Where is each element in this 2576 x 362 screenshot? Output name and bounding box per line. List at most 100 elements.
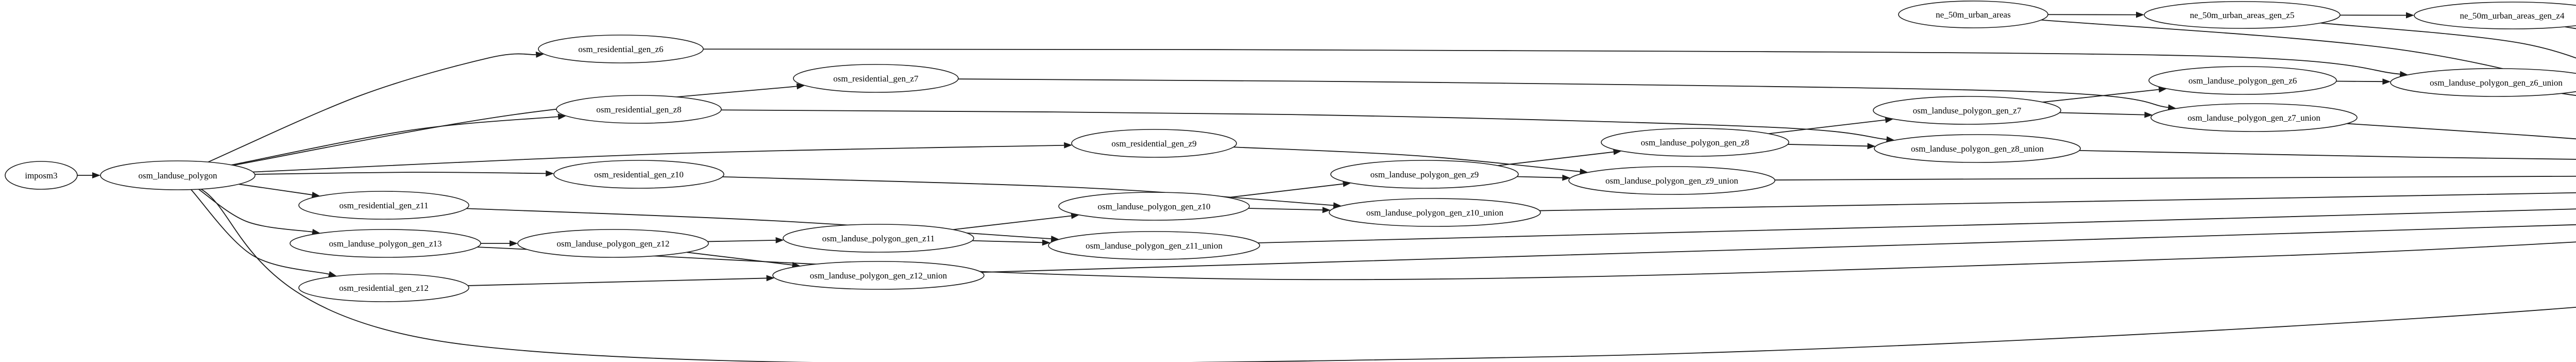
node-shape-osm_landuse_polygon_gen_z13 bbox=[290, 229, 481, 258]
arrowhead-icon bbox=[1333, 202, 1342, 209]
edge-osm_landuse_polygon_gen_z11-to-osm_landuse_polygon_gen_z11_union bbox=[972, 240, 1042, 243]
node-label-osm_landuse_polygon_gen_z11_union: osm_landuse_polygon_gen_z11_union bbox=[1086, 241, 1223, 251]
arrowhead-icon bbox=[1885, 117, 1894, 123]
node-shape-osm_landuse_polygon_gen_z11 bbox=[783, 224, 974, 253]
node-osm_residential_gen_z9: osm_residential_gen_z9 bbox=[1071, 129, 1237, 158]
node-shape-osm_residential_gen_z11 bbox=[298, 191, 469, 220]
node-osm_landuse_polygon_gen_z12_union: osm_landuse_polygon_gen_z12_union bbox=[772, 261, 985, 290]
node-label-osm_landuse_polygon_gen_z10_union: osm_landuse_polygon_gen_z10_union bbox=[1366, 208, 1504, 218]
arrowhead-icon bbox=[2406, 12, 2415, 19]
arrowhead-icon bbox=[1562, 174, 1571, 181]
edge-osm_landuse_polygon_gen_z7-to-osm_landuse_polygon_gen_z7_union bbox=[2059, 112, 2145, 116]
edge-ne_50m_urban_areas_gen_z5-to-layer_landuse.z5 bbox=[2320, 22, 2576, 59]
node-shape-osm_landuse_polygon_gen_z6 bbox=[2148, 66, 2337, 95]
edges-layer bbox=[77, 11, 2576, 362]
edge-osm_landuse_polygon-to-osm_residential_gen_z7 bbox=[233, 86, 797, 166]
edge-osm_landuse_polygon-to-osm_residential_gen_z12 bbox=[191, 189, 329, 275]
node-label-osm_landuse_polygon_gen_z9: osm_landuse_polygon_gen_z9 bbox=[1370, 170, 1479, 179]
node-label-ne_50m_urban_areas_gen_z4: ne_50m_urban_areas_gen_z4 bbox=[2460, 11, 2565, 21]
node-shape-osm_residential_gen_z10 bbox=[553, 160, 724, 189]
node-label-osm_residential_gen_z7: osm_residential_gen_z7 bbox=[833, 74, 919, 84]
arrowhead-icon bbox=[328, 271, 337, 277]
node-osm_landuse_polygon_gen_z11: osm_landuse_polygon_gen_z11 bbox=[783, 224, 974, 253]
node-osm_residential_gen_z6: osm_residential_gen_z6 bbox=[538, 35, 704, 63]
arrowhead-icon bbox=[2158, 86, 2167, 93]
node-shape-osm_landuse_polygon_gen_z10 bbox=[1058, 192, 1250, 221]
node-label-osm_residential_gen_z6: osm_residential_gen_z6 bbox=[578, 44, 663, 54]
node-osm_landuse_polygon_gen_z6: osm_landuse_polygon_gen_z6 bbox=[2148, 66, 2337, 95]
node-osm_residential_gen_z12: osm_residential_gen_z12 bbox=[298, 273, 469, 302]
node-osm_residential_gen_z7: osm_residential_gen_z7 bbox=[793, 64, 959, 93]
edge-osm_residential_gen_z7-to-osm_landuse_polygon_gen_z7_union bbox=[958, 78, 2168, 108]
node-label-imposm3: imposm3 bbox=[25, 171, 57, 180]
arrowhead-icon bbox=[1071, 212, 1080, 219]
node-shape-osm_landuse_polygon_gen_z9 bbox=[1330, 160, 1519, 189]
node-shape-osm_landuse_polygon_gen_z9_union bbox=[1568, 166, 1775, 195]
edge-osm_residential_gen_z11-to-osm_landuse_polygon_gen_z11_union bbox=[466, 208, 1052, 239]
arrowhead-icon bbox=[546, 170, 554, 177]
node-label-osm_landuse_polygon_gen_z11: osm_landuse_polygon_gen_z11 bbox=[822, 234, 935, 243]
arrowhead-icon bbox=[2399, 71, 2409, 77]
node-shape-osm_landuse_polygon_gen_z8_union bbox=[1874, 134, 2081, 163]
arrowhead-icon bbox=[2136, 11, 2145, 18]
node-shape-osm_landuse_polygon_gen_z8 bbox=[1601, 128, 1789, 157]
arrowhead-icon bbox=[766, 275, 775, 282]
node-osm_landuse_polygon_gen_z8_union: osm_landuse_polygon_gen_z8_union bbox=[1874, 134, 2081, 163]
node-osm_landuse_polygon_gen_z7: osm_landuse_polygon_gen_z7 bbox=[1873, 96, 2061, 125]
node-ne_50m_urban_areas_gen_z5: ne_50m_urban_areas_gen_z5 bbox=[2144, 1, 2341, 29]
node-label-osm_landuse_polygon_gen_z8: osm_landuse_polygon_gen_z8 bbox=[1641, 138, 1750, 147]
edge-osm_landuse_polygon_gen_z8_union-to-layer_landuse.z8 bbox=[2079, 150, 2576, 160]
node-shape-ne_50m_urban_areas_gen_z4 bbox=[2414, 2, 2576, 29]
edge-osm_residential_gen_z9-to-osm_landuse_polygon_gen_z9_union bbox=[1233, 146, 1580, 172]
edge-ne_50m_urban_areas-to-layer_landuse.z6 bbox=[2041, 19, 2576, 88]
node-label-osm_landuse_polygon: osm_landuse_polygon bbox=[139, 171, 217, 180]
edge-osm_landuse_polygon_gen_z10-to-osm_landuse_polygon_gen_z9 bbox=[1228, 183, 1343, 198]
edge-osm_landuse_polygon_gen_z9-to-osm_landuse_polygon_gen_z9_union bbox=[1517, 176, 1563, 178]
edge-osm_landuse_polygon_gen_z12-to-osm_landuse_polygon_gen_z11 bbox=[707, 239, 776, 242]
node-shape-osm_residential_gen_z8 bbox=[556, 95, 722, 124]
node-label-osm_landuse_polygon_gen_z7: osm_landuse_polygon_gen_z7 bbox=[1913, 106, 2022, 116]
edge-osm_landuse_polygon_gen_z7-to-osm_landuse_polygon_gen_z6 bbox=[2042, 89, 2159, 103]
edge-osm_landuse_polygon-to-osm_landuse_polygon_gen_z13 bbox=[198, 189, 313, 233]
node-label-osm_landuse_polygon_gen_z10: osm_landuse_polygon_gen_z10 bbox=[1097, 202, 1210, 211]
edge-osm_residential_gen_z8-to-osm_landuse_polygon_gen_z8_union bbox=[721, 109, 1887, 140]
node-shape-osm_landuse_polygon bbox=[100, 160, 256, 190]
edge-osm_landuse_polygon_gen_z7_union-to-layer_landuse.z7 bbox=[2347, 123, 2576, 140]
node-osm_landuse_polygon_gen_z10_union: osm_landuse_polygon_gen_z10_union bbox=[1329, 198, 1541, 227]
edge-osm_landuse_polygon_gen_z11_union-to-layer_landuse.z11 bbox=[1258, 208, 2576, 243]
edge-osm_landuse_polygon_gen_z13-to-layer_landuse.z13 bbox=[477, 241, 2576, 281]
node-shape-ne_50m_urban_areas_gen_z5 bbox=[2144, 1, 2341, 29]
node-ne_50m_urban_areas_gen_z4: ne_50m_urban_areas_gen_z4 bbox=[2414, 2, 2576, 29]
edge-osm_landuse_polygon_gen_z8-to-osm_landuse_polygon_gen_z7 bbox=[1768, 119, 1886, 135]
node-label-osm_landuse_polygon_gen_z13: osm_landuse_polygon_gen_z13 bbox=[329, 239, 442, 249]
node-osm_residential_gen_z10: osm_residential_gen_z10 bbox=[553, 160, 724, 189]
node-osm_landuse_polygon_gen_z13: osm_landuse_polygon_gen_z13 bbox=[290, 229, 481, 258]
node-shape-osm_residential_gen_z9 bbox=[1071, 129, 1237, 158]
node-shape-osm_landuse_polygon_gen_z12_union bbox=[772, 261, 985, 290]
edge-osm_landuse_polygon_gen_z12_union-to-layer_landuse.z12 bbox=[981, 224, 2576, 273]
node-shape-osm_landuse_polygon_gen_z7_union bbox=[2150, 103, 2358, 132]
edge-osm_landuse_polygon_gen_z6_union-to-layer_landuse.z6 bbox=[2561, 93, 2576, 96]
edge-osm_landuse_polygon_gen_z9_union-to-layer_landuse.z9 bbox=[1774, 175, 2576, 180]
edge-osm_landuse_polygon-to-layer_landuse.z14+ bbox=[200, 188, 2576, 362]
node-shape-imposm3 bbox=[5, 161, 78, 190]
edge-osm_landuse_polygon_gen_z10-to-osm_landuse_polygon_gen_z10_union bbox=[1248, 208, 1323, 211]
edge-osm_landuse_polygon_gen_z10_union-to-layer_landuse.z10 bbox=[1539, 192, 2576, 211]
node-osm_landuse_polygon_gen_z8: osm_landuse_polygon_gen_z8 bbox=[1601, 128, 1789, 157]
edge-osm_landuse_polygon-to-osm_residential_gen_z8 bbox=[231, 116, 558, 166]
arrowhead-icon bbox=[1886, 136, 1895, 143]
node-label-ne_50m_urban_areas_gen_z5: ne_50m_urban_areas_gen_z5 bbox=[2190, 10, 2295, 20]
arrowhead-icon bbox=[1343, 180, 1351, 187]
node-shape-osm_landuse_polygon_gen_z7 bbox=[1873, 96, 2061, 125]
arrowhead-icon bbox=[1050, 236, 1060, 242]
node-shape-osm_residential_gen_z6 bbox=[538, 35, 704, 63]
arrowhead-icon bbox=[796, 83, 805, 90]
node-label-osm_residential_gen_z10: osm_residential_gen_z10 bbox=[594, 170, 684, 179]
node-label-osm_residential_gen_z9: osm_residential_gen_z9 bbox=[1111, 139, 1196, 149]
node-osm_landuse_polygon_gen_z6_union: osm_landuse_polygon_gen_z6_union bbox=[2390, 68, 2576, 97]
arrowhead-icon bbox=[1064, 142, 1073, 149]
node-label-osm_landuse_polygon_gen_z12_union: osm_landuse_polygon_gen_z12_union bbox=[810, 271, 947, 281]
node-shape-osm_landuse_polygon_gen_z10_union bbox=[1329, 198, 1541, 227]
node-label-osm_landuse_polygon_gen_z9_union: osm_landuse_polygon_gen_z9_union bbox=[1605, 176, 1738, 186]
